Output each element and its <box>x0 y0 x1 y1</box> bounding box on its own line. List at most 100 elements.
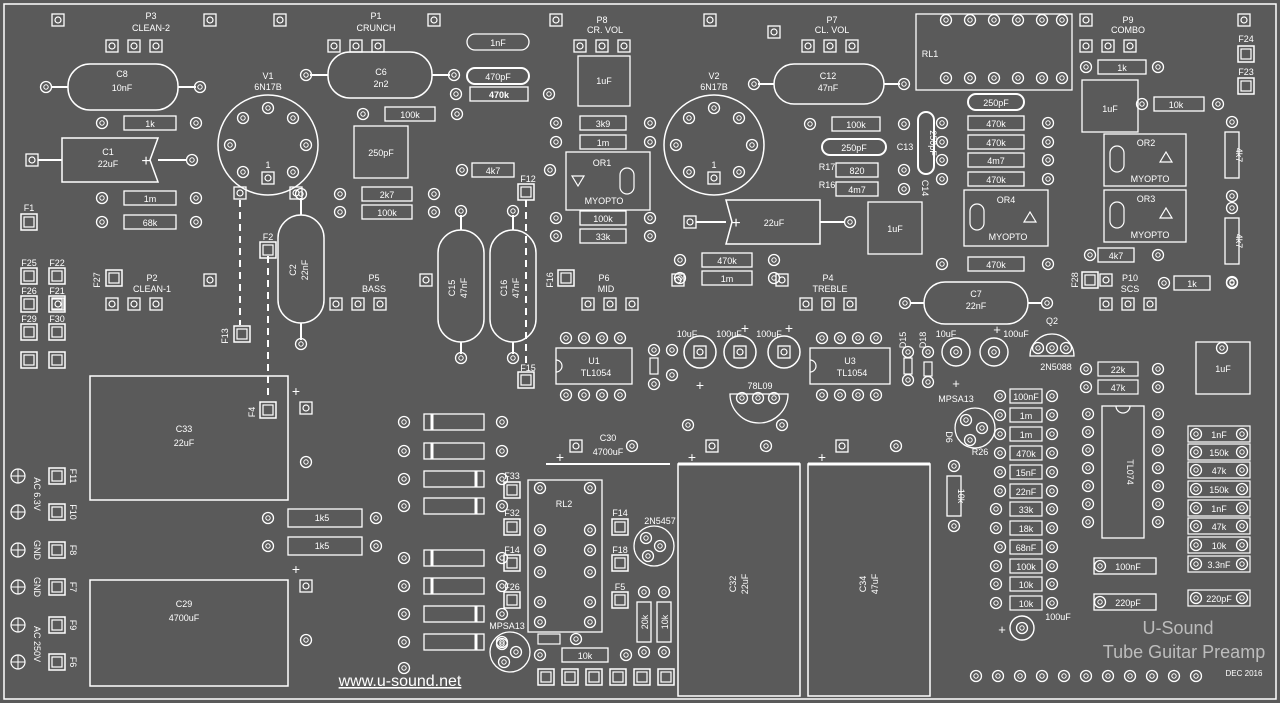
relay-rl1: RL1 <box>915 13 1073 91</box>
bottom-header-row <box>969 669 1203 683</box>
component-value: 33k <box>1019 505 1034 515</box>
component-value: 100k <box>1016 562 1036 572</box>
pot-name: CRUNCH <box>357 23 396 33</box>
pad-label: F24 <box>1238 34 1254 44</box>
pot-ref: P2 <box>146 273 157 283</box>
component-value: 220pF <box>1206 594 1232 604</box>
pot-p7: P7 CL. VOL <box>767 15 859 53</box>
tube-type: 6N17B <box>700 82 728 92</box>
cap-value: 47nF <box>459 277 469 298</box>
col-a-6: 33k <box>989 501 1059 517</box>
resistor-value: 2k7 <box>380 190 395 200</box>
power-label: GND <box>32 577 42 598</box>
resistor-470k-top: 470k <box>449 86 556 102</box>
opto-type: MYOPTO <box>585 196 624 206</box>
resistor-value: 470k <box>986 138 1006 148</box>
resistor-value: 100k <box>377 208 397 218</box>
component-column-c: 1nF 150k 47k 150k 1nF 47k 10k 3.3nF 220p… <box>1187 425 1251 607</box>
capacitor-220pf-b: 220pF <box>1093 593 1157 611</box>
resistor-value: 68k <box>143 218 158 228</box>
capacitor-10uf-b: 10uF + <box>936 329 971 391</box>
cap-value: 250pF <box>928 130 938 156</box>
pad-label: F28 <box>1070 272 1080 288</box>
capacitor-c16: C16 47nF <box>489 204 537 365</box>
pad-label: F5 <box>615 582 626 592</box>
diode-ref: D18 <box>918 332 928 349</box>
resistor-value: 1k5 <box>315 541 330 551</box>
pad-label: F12 <box>520 174 536 184</box>
pad-f16: F15 <box>517 363 536 389</box>
opto-ref: OR1 <box>593 158 612 168</box>
col-a-3: 470k <box>993 445 1059 461</box>
pot-name: SCS <box>1121 284 1140 294</box>
resistor-470k-v2: 470k <box>673 252 781 268</box>
capacitor-1uf-v2: 1uF <box>867 201 923 255</box>
resistor-value: 33k <box>596 232 611 242</box>
col-c-5: 47k <box>1187 517 1251 535</box>
transistor-type: MPSA13 <box>938 394 974 404</box>
pot-name: BASS <box>362 284 386 294</box>
tube-ref: V1 <box>262 71 273 81</box>
capacitor-1uf-p9: 1uF <box>1081 79 1139 133</box>
opto-type: MYOPTO <box>1131 174 1170 184</box>
website-text[interactable]: www.u-sound.net <box>338 673 462 690</box>
svg-text:+: + <box>696 377 704 393</box>
component-value: 68nF <box>1016 543 1037 553</box>
pad-label: F33 <box>504 471 520 481</box>
col-a-0: 100nF <box>993 388 1059 404</box>
pad-f5: F5 <box>611 582 629 609</box>
resistor-value: 10k <box>956 489 966 504</box>
pad-f19: F21 <box>48 286 66 313</box>
cap-value: 47uF <box>870 573 880 594</box>
capacitor-100uf-a: 100uF + <box>716 320 757 369</box>
power-label: AC 250V <box>32 626 42 662</box>
resistor-value: 1m <box>721 274 734 284</box>
capacitor-c33: C30 4700uF + <box>546 433 670 465</box>
resistor-r17: 820 R17 <box>819 162 911 178</box>
tube-v2: V2 6N17B 1 <box>663 71 765 196</box>
pad-f14: F14 <box>611 508 629 536</box>
transistor-2n5088: Q2 2N5088 <box>1029 316 1075 372</box>
pad-f22: F23 <box>1237 67 1255 95</box>
svg-text:+: + <box>731 215 740 232</box>
component-value: 47k <box>1111 383 1126 393</box>
pot-ref: P9 <box>1122 15 1133 25</box>
transistor-mpsa13-b: MPSA13 <box>489 621 531 673</box>
pot-name: CR. VOL <box>587 25 623 35</box>
col-a-1: 1m <box>993 407 1059 423</box>
cap-value: 22uF <box>98 159 119 169</box>
resistor-ref: R26 <box>972 447 989 457</box>
col-c-8: 220pF <box>1187 589 1251 607</box>
pad-f12: F12 <box>517 174 536 201</box>
website-link[interactable]: www.u-sound.net <box>338 673 462 690</box>
capacitor-10uf-a: 10uF + <box>677 329 717 393</box>
resistor-value: 4k7 <box>1109 251 1124 261</box>
col-a-9: 100k <box>989 558 1059 574</box>
product-label: Tube Guitar Preamp <box>1103 642 1265 662</box>
col-a-10: 10k <box>989 576 1059 592</box>
pad-f25: F26 <box>20 286 38 313</box>
cap-value: 100uF <box>1003 329 1029 339</box>
terminal-row: F7 <box>10 578 78 596</box>
resistor-value: 4m7 <box>987 156 1005 166</box>
pot-p5: P5 BASS <box>329 273 433 311</box>
resistor-1k5-b: 1k5 <box>261 536 383 556</box>
cap-ref: C8 <box>116 69 128 79</box>
capacitor-c2: C2 22nF <box>277 187 325 351</box>
opto-ref: OR4 <box>997 195 1016 205</box>
col-c-3: 150k <box>1187 480 1251 498</box>
cap-ref: C7 <box>970 289 982 299</box>
cap-ref: C12 <box>820 71 837 81</box>
capacitor-100nf-b: 100nF <box>1093 557 1157 575</box>
component-column-a: 100nF 1m 1m 470k 15nF 22nF 33k 18k 68nF … <box>989 388 1059 611</box>
relay-rl2: RL2 <box>527 479 603 633</box>
pot-ref: P4 <box>822 273 833 283</box>
opto-or4: OR4 MYOPTO <box>963 189 1049 247</box>
pot-p6: P6 MID <box>581 273 685 311</box>
resistor-2k7: 2k7 <box>333 186 441 202</box>
resistor-value: 100k <box>593 214 613 224</box>
cap-value: 100uF <box>716 329 742 339</box>
pot-ref: P6 <box>598 273 609 283</box>
transistor-type: 2N5457 <box>644 516 676 526</box>
col-c-1: 150k <box>1187 443 1251 461</box>
